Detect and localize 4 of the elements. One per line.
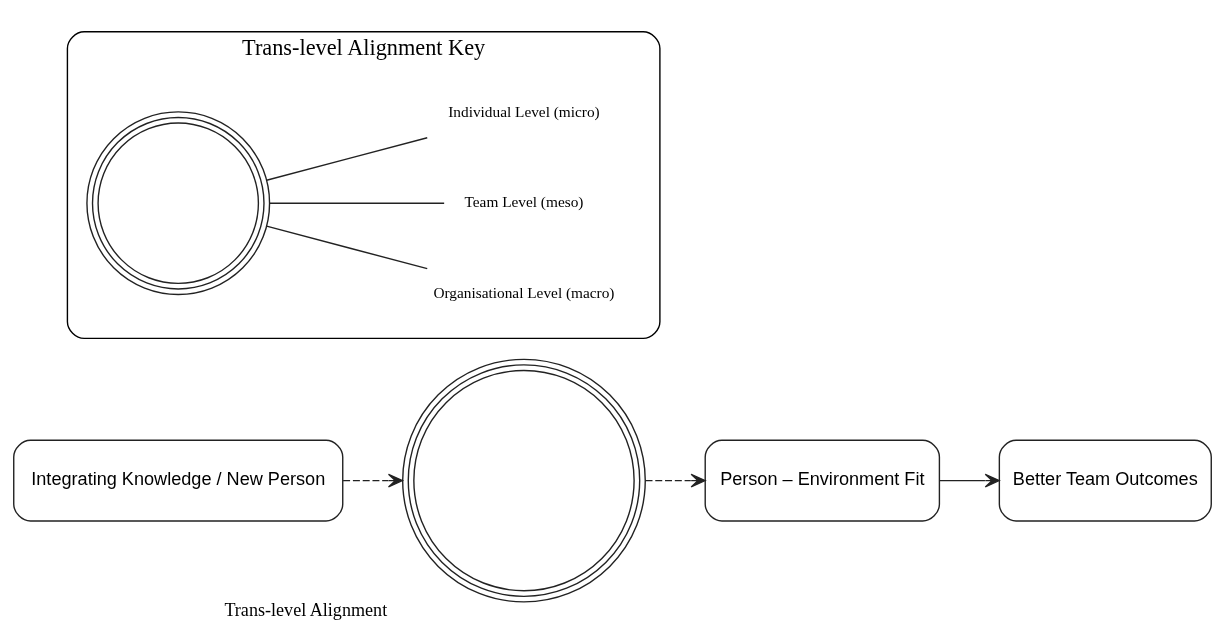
node-text: Individual Level (micro) [448, 101, 600, 119]
node-text: Organisational Level (macro) [433, 283, 615, 301]
node-text: Team Level (meso) [464, 192, 584, 210]
node-label: Trans-level Alignment [224, 599, 388, 620]
